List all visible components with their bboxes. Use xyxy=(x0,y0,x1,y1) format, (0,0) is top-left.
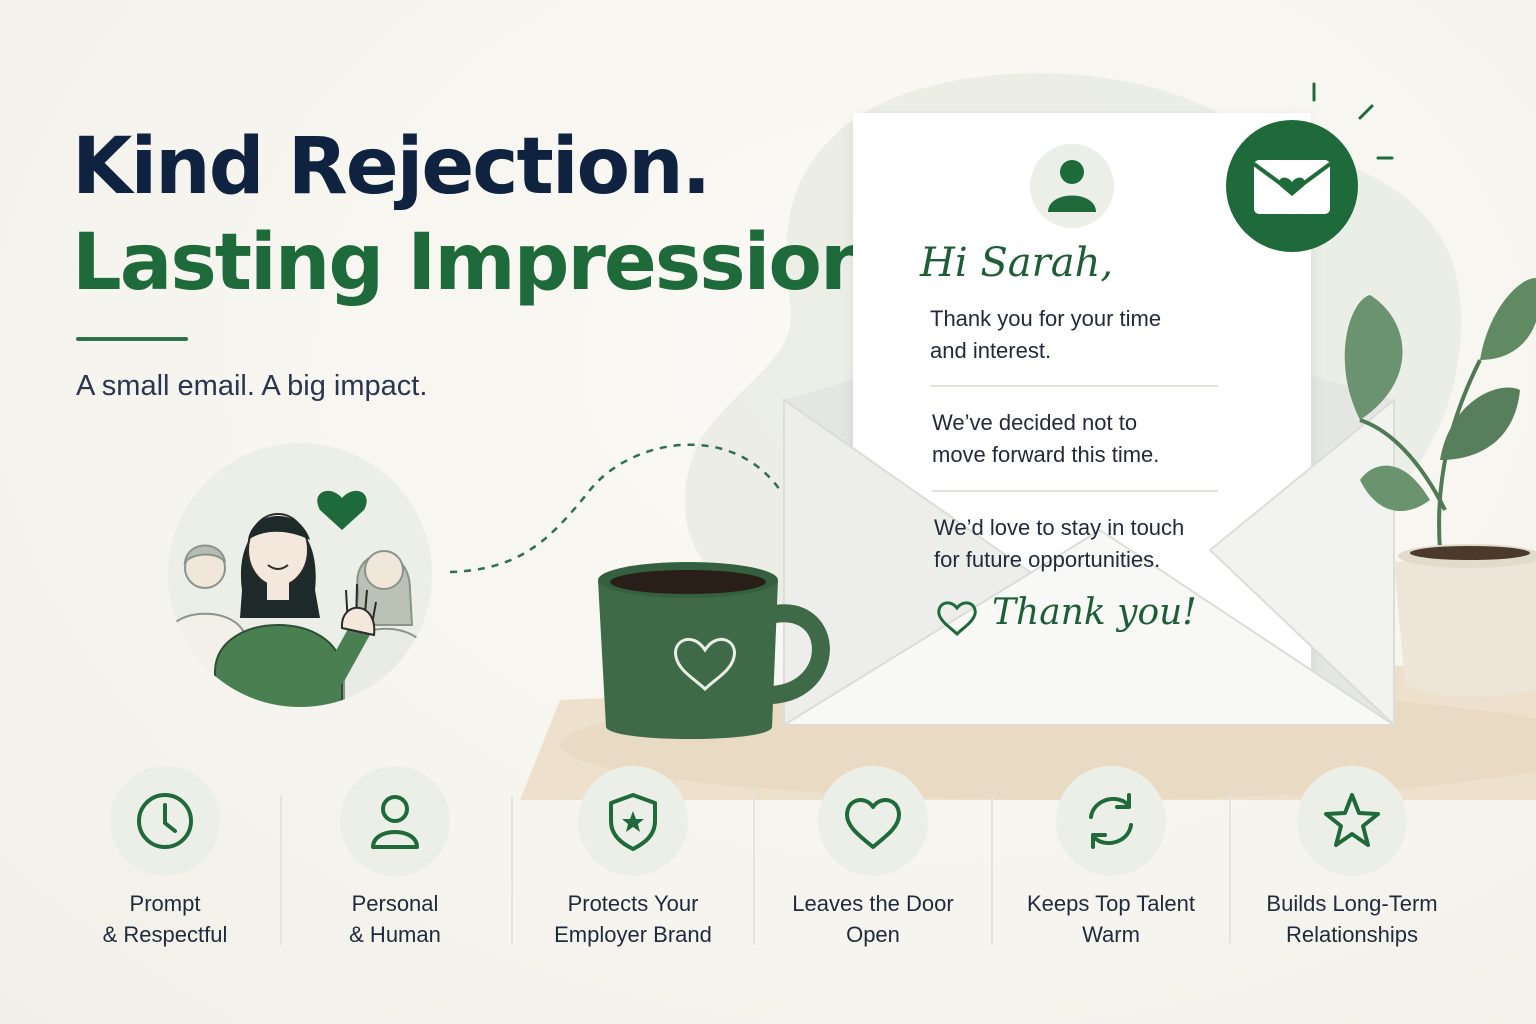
letter-signoff: Thank you! xyxy=(992,592,1197,633)
people-illustration xyxy=(168,443,432,707)
clock-icon xyxy=(137,793,193,849)
potted-plant xyxy=(1344,278,1536,697)
feature-relationships: Builds Long-Term Relationships xyxy=(1237,766,1467,966)
letter-paragraph-3-line-1: We’d love to stay in touch xyxy=(934,515,1185,540)
refresh-icon xyxy=(1089,793,1133,849)
feature-label: Personal & Human xyxy=(280,888,510,950)
letter-paragraph-2-line-1: We’ve decided not to xyxy=(932,410,1138,435)
feature-top-talent: Keeps Top Talent Warm xyxy=(996,766,1226,966)
feature-divider xyxy=(511,795,513,945)
letter-divider-2 xyxy=(932,490,1218,492)
feature-label-line-1: Leaves the Door xyxy=(792,891,954,916)
avatar xyxy=(1030,144,1114,228)
feature-label-line-2: Relationships xyxy=(1285,922,1419,947)
feature-divider xyxy=(753,795,755,945)
heart-outline-icon xyxy=(937,601,977,637)
feature-label-line-1: Protects Your xyxy=(567,891,699,916)
email-badge xyxy=(1226,82,1394,252)
feature-employer-brand: Protects Your Employer Brand xyxy=(518,766,748,966)
feature-label-line-1: Builds Long-Term xyxy=(1266,891,1438,916)
feature-label: Prompt & Respectful xyxy=(50,888,280,950)
feature-label-line-1: Prompt xyxy=(129,891,201,916)
feature-icon-badge xyxy=(578,766,688,876)
headline-line-1: Kind Rejection. xyxy=(72,122,711,212)
feature-door-open: Leaves the Door Open xyxy=(758,766,988,966)
letter-greeting: Hi Sarah, xyxy=(920,240,1114,286)
feature-divider xyxy=(280,795,282,945)
feature-divider xyxy=(1229,795,1231,945)
letter-paragraph-2-line-2: move forward this time. xyxy=(932,442,1160,467)
feature-icon-badge xyxy=(818,766,928,876)
feature-icon-badge xyxy=(1056,766,1166,876)
feature-personal-human: Personal & Human xyxy=(280,766,510,966)
feature-label: Builds Long-Term Relationships xyxy=(1237,888,1467,950)
feature-label-line-2: Employer Brand xyxy=(554,922,712,947)
headline-line-2: Lasting Impression. xyxy=(72,218,903,308)
letter-divider xyxy=(930,385,1218,387)
person-icon xyxy=(371,795,419,849)
feature-label-line-2: & Respectful xyxy=(102,922,228,947)
feature-prompt-respectful: Prompt & Respectful xyxy=(50,766,280,966)
heart-icon xyxy=(317,490,367,530)
feature-label-line-1: Keeps Top Talent xyxy=(1027,891,1195,916)
dashed-connector xyxy=(449,443,782,574)
letter-paragraph-3-line-2: for future opportunities. xyxy=(934,547,1161,572)
headline-divider xyxy=(76,337,188,341)
feature-icon-badge xyxy=(340,766,450,876)
feature-label-line-2: Warm xyxy=(1082,922,1140,947)
envelope-front xyxy=(780,397,1398,728)
letter-paragraph-1-line-2: and interest. xyxy=(930,338,1052,363)
feature-icon-badge xyxy=(1297,766,1407,876)
feature-label: Protects Your Employer Brand xyxy=(518,888,748,950)
shield-star-icon xyxy=(609,793,657,851)
coffee-mug xyxy=(598,562,830,739)
letter-paragraph-1-line-1: Thank you for your time xyxy=(930,306,1162,331)
envelope-heart-icon xyxy=(1252,160,1332,214)
feature-divider xyxy=(991,795,993,945)
feature-label-line-2: & Human xyxy=(349,922,441,947)
feature-label-line-2: Open xyxy=(846,922,900,947)
star-icon xyxy=(1324,793,1380,847)
heart-icon xyxy=(845,798,901,849)
feature-label: Keeps Top Talent Warm xyxy=(996,888,1226,950)
feature-icon-badge xyxy=(110,766,220,876)
feature-label-line-1: Personal xyxy=(351,891,439,916)
subtitle: A small email. A big impact. xyxy=(76,370,428,402)
feature-label: Leaves the Door Open xyxy=(758,888,988,950)
